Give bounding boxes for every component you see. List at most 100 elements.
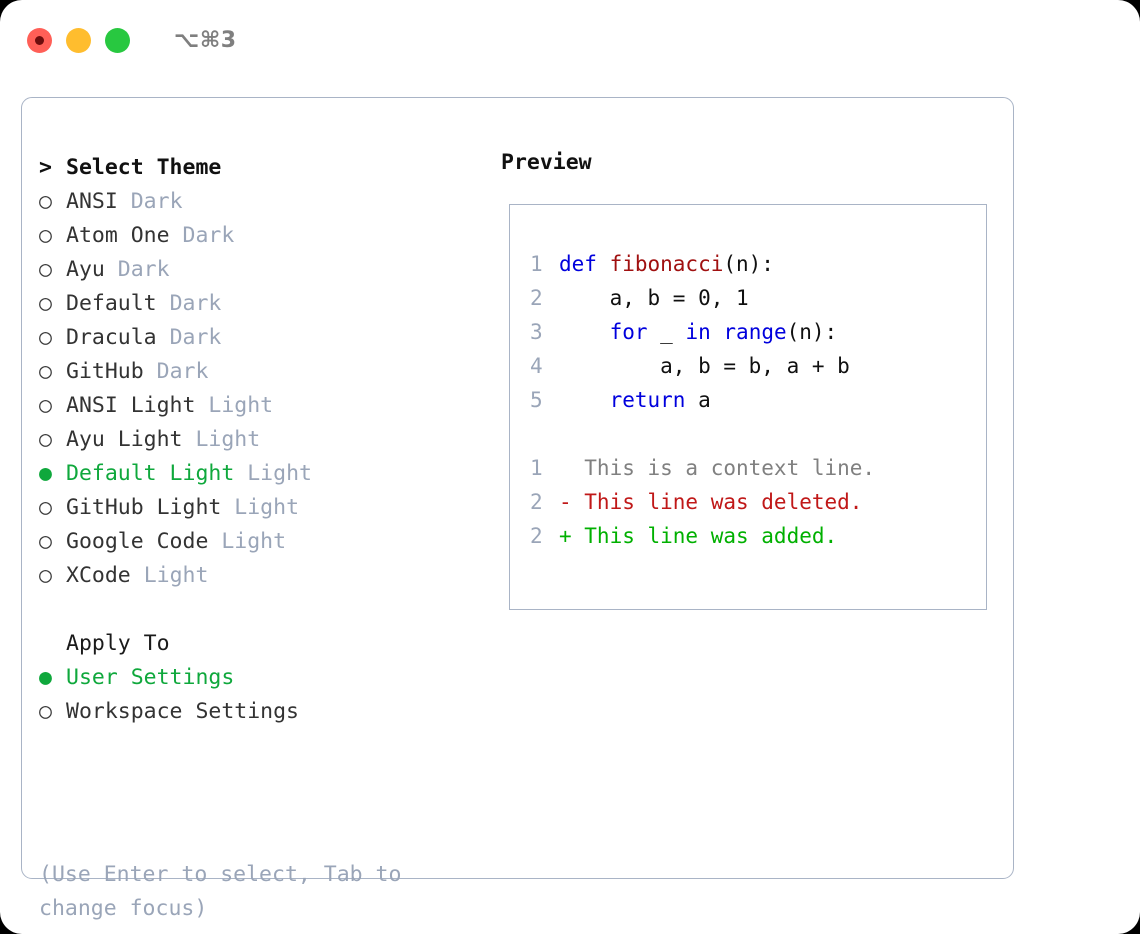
radio-unselected-icon[interactable]: ○ — [39, 562, 52, 588]
diff-text: This is a context line. — [559, 456, 876, 480]
code-token: _ — [647, 320, 686, 344]
radio-unselected-icon[interactable]: ○ — [39, 290, 52, 316]
traffic-light-group — [27, 27, 130, 53]
code-token — [559, 320, 610, 344]
radio-unselected-icon[interactable]: ○ — [39, 528, 52, 554]
code-line: 3 for _ in range(n): — [530, 315, 978, 349]
code-line: 4 a, b = b, a + b — [530, 349, 978, 383]
line-number: 1 — [530, 456, 543, 480]
theme-list-item[interactable]: ○Ayu Light Light — [39, 422, 489, 456]
radio-selected-icon[interactable]: ● — [39, 664, 52, 690]
theme-list-item[interactable]: ○ GitHub Light Light — [39, 490, 489, 524]
radio-unselected-icon[interactable]: ○ — [39, 494, 52, 520]
spacer — [144, 359, 157, 384]
theme-name-label: Dracula — [66, 324, 157, 350]
theme-name-label: Google Code — [66, 528, 209, 554]
apply-to-option-label: User Settings — [66, 664, 235, 690]
code-token: (n): — [786, 320, 838, 344]
code-token: a, b = b, a + b — [559, 354, 850, 378]
maximize-window-button[interactable] — [105, 27, 130, 53]
theme-category-label: Light — [221, 528, 287, 554]
theme-category-label: Dark — [117, 256, 170, 282]
theme-name-label: GitHub — [66, 358, 144, 384]
spacer — [183, 427, 196, 452]
line-number: 2 — [530, 490, 543, 514]
spacer — [195, 393, 208, 418]
radio-selected-icon[interactable]: ● — [39, 460, 52, 486]
diff-line: 2 - This line was deleted. — [530, 485, 978, 519]
radio-unselected-icon[interactable]: ○ — [39, 392, 52, 418]
code-token — [559, 388, 610, 412]
theme-category-label: Dark — [156, 358, 209, 384]
theme-category-label: Light — [247, 460, 312, 486]
code-token: in — [685, 320, 711, 344]
theme-list-item[interactable]: ○ Default Dark — [39, 286, 489, 320]
theme-list-item[interactable]: ○ GitHub Dark — [39, 354, 489, 388]
line-number: 4 — [530, 354, 543, 378]
radio-unselected-icon[interactable]: ○ — [39, 698, 52, 724]
line-number: 5 — [530, 388, 543, 412]
code-text: for _ in range(n): — [559, 315, 838, 349]
code-token: fibonacci — [609, 252, 724, 276]
apply-to-label: Apply To — [66, 630, 170, 656]
theme-list-item[interactable]: ○XCode Light — [39, 558, 489, 592]
radio-unselected-icon[interactable]: ○ — [39, 426, 52, 452]
radio-unselected-icon[interactable]: ○ — [39, 256, 52, 282]
theme-list-item[interactable]: ○Atom One Dark — [39, 218, 489, 252]
diff-text: + This line was added. — [559, 524, 838, 548]
apply-to-heading: Apply To — [39, 626, 489, 660]
theme-category-label: Dark — [169, 290, 222, 316]
spacer — [157, 291, 170, 316]
line-number: 2 — [530, 286, 543, 310]
radio-unselected-icon[interactable]: ○ — [39, 358, 52, 384]
close-icon — [35, 35, 44, 45]
theme-list-item[interactable]: ○ Google Code Light — [39, 524, 489, 558]
line-number: 2 — [530, 524, 543, 548]
theme-name-label: Default Light — [66, 460, 235, 486]
theme-name-label: Atom One — [66, 222, 170, 248]
code-text: def fibonacci(n): — [559, 247, 774, 281]
radio-unselected-icon[interactable]: ○ — [39, 188, 52, 214]
theme-selector-column: > Select Theme ○ANSI Dark○Atom One Dark○… — [39, 150, 489, 728]
radio-unselected-icon[interactable]: ○ — [39, 324, 52, 350]
theme-name-label: Ayu — [66, 256, 105, 282]
spacer — [105, 257, 118, 282]
theme-name-label: Default — [66, 290, 157, 316]
title-bar: ⌥⌘3 — [0, 0, 1140, 80]
radio-unselected-icon[interactable]: ○ — [39, 222, 52, 248]
theme-name-label: ANSI — [66, 188, 118, 214]
theme-list-item[interactable]: ○ Ayu Dark — [39, 252, 489, 286]
code-token: for — [609, 320, 648, 344]
theme-list-item[interactable]: ○ANSI Light Light — [39, 388, 489, 422]
spacer — [234, 461, 247, 486]
theme-list: ○ ANSI Dark ○ Atom One Dark ○ Ayu Dark ○ Defaul… — [39, 184, 489, 592]
spacer — [157, 325, 170, 350]
preview-title: Preview — [501, 150, 592, 175]
code-token: (n): — [723, 252, 774, 276]
diff-line: 2 + This line was added. — [530, 519, 978, 553]
diff-text: - This line was deleted. — [559, 490, 863, 514]
close-window-button[interactable] — [27, 27, 52, 53]
code-text: a, b = b, a + b — [559, 349, 850, 383]
code-blank-line — [530, 417, 978, 451]
apply-to-option[interactable]: ○Workspace Settings — [39, 694, 489, 728]
theme-category-label: Light — [234, 494, 300, 520]
spacer — [221, 495, 234, 520]
theme-list-item[interactable]: ● Default Light Light — [39, 456, 489, 490]
list-spacer — [39, 592, 489, 626]
theme-list-item[interactable]: ○ ANSI Dark — [39, 184, 489, 218]
minimize-window-button[interactable] — [66, 27, 91, 53]
theme-name-label: GitHub Light — [66, 494, 222, 520]
theme-list-item[interactable]: ○Dracula Dark — [39, 320, 489, 354]
code-line: 1 def fibonacci(n): — [530, 247, 978, 281]
keyboard-hint-text: (Use Enter to select, Tab to change focu… — [39, 862, 402, 921]
apply-to-option[interactable]: ● User Settings — [39, 660, 489, 694]
main-panel: > Select Theme ○ANSI Dark○Atom One Dark○… — [21, 97, 1014, 921]
theme-category-label: Dark — [130, 188, 183, 214]
spacer — [118, 189, 131, 214]
line-number: 1 — [530, 252, 543, 276]
theme-category-label: Light — [143, 562, 209, 588]
